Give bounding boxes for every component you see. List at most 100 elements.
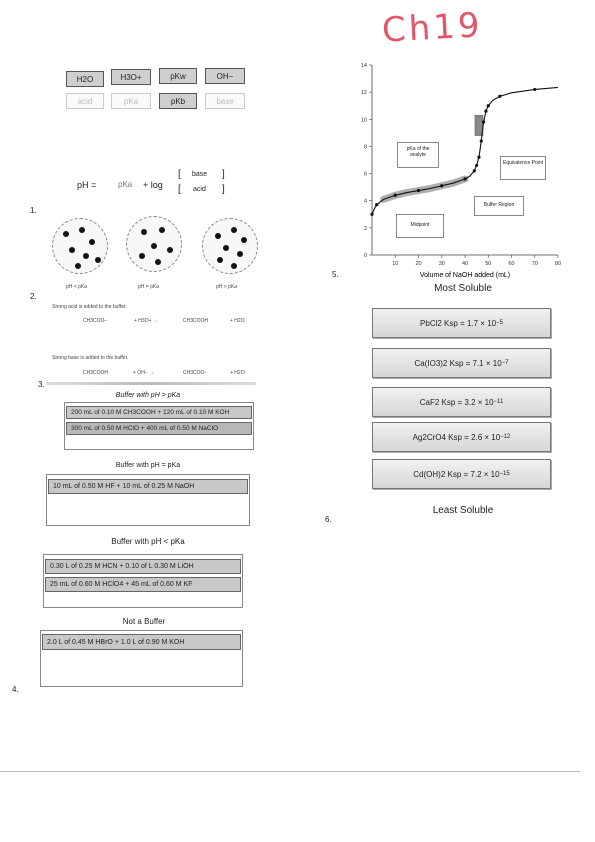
y-tick-label: 4 [364,199,367,205]
ksp-exponent: −7 [501,360,509,366]
ksp-exponent: −5 [496,320,503,326]
particle [217,257,223,263]
base-product-1: CH3COO− [183,370,208,376]
data-point [477,155,481,159]
particle [75,263,81,269]
particle [223,245,229,251]
x-tick-label: 60 [508,261,514,267]
tile-label: acid [77,96,93,106]
x-axis-label: Volume of NaOH added (mL) [420,272,510,279]
buffer-card[interactable]: 10 mL of 0.50 M HF + 10 mL of 0.25 M NaO… [48,479,248,494]
midpoint-label: Midpoint [410,222,430,228]
ksp-card[interactable]: PbCl2 Ksp = 1.7 × 10−5 [372,308,551,338]
page-bottom-rule [0,771,580,772]
x-tick-label: 30 [439,261,445,267]
titration-curve [371,86,559,215]
group-heading-not-buffer: Not a Buffer [122,617,166,626]
tile-pkw[interactable]: pKw [159,68,197,84]
particle [141,229,147,235]
bracket-left-top: [ [178,169,181,180]
question-number-6: 6. [325,515,332,524]
tile-label: pKa [123,96,139,106]
data-point [479,139,483,143]
tile-pka[interactable]: pKa [111,93,151,109]
buffer-card[interactable]: 25 mL of 0.60 M HClO4 + 45 mL of 0.60 M … [45,577,241,592]
tile-hydroxide[interactable]: OH− [205,68,245,84]
question-number-4: 4. [12,685,19,694]
question-number-3: 3. [38,380,45,389]
x-tick-label: 10 [392,261,398,267]
pka-label-box: pKa of the analyte [397,142,439,168]
buffer-card[interactable]: 2.0 L of 0.45 M HBrO + 1.0 L of 0.90 M K… [42,634,241,650]
question-number-2: 2. [30,292,37,301]
chart-marks [370,86,559,216]
buffer-card-label: 2.0 L of 0.45 M HBrO + 1.0 L of 0.90 M K… [47,638,185,646]
y-tick-label: 0 [364,253,367,259]
question-number-5: 5. [332,270,339,279]
buffer-card[interactable]: 300 mL of 0.50 M HClO + 400 mL of 0.50 M… [66,422,252,435]
acid-product-2: + H2O [230,318,245,324]
particle [241,237,247,243]
beaker-3 [202,218,258,274]
least-soluble-heading: Least Soluble [432,505,494,516]
tile-hydronium[interactable]: H3O+ [111,69,151,85]
ksp-formula: CaF2 Ksp = 3.2 × 10 [419,397,494,407]
particle [139,253,145,259]
ksp-card[interactable]: Cd(OH)2 Ksp = 7.2 × 10−15 [372,459,551,489]
equation-log: + log [143,180,163,190]
x-tick-label: 80 [555,261,561,267]
particle [231,263,237,269]
beaker-label-3: pH > pKa [216,284,237,290]
base-reactant-1: CH3COOH [83,370,109,376]
particle [83,253,89,259]
group-heading-ph-greater: Buffer with pH > pKa [115,392,181,399]
data-point [463,177,467,181]
buffer-region-label: Buffer Region [483,202,515,208]
question-number-1: 1. [30,206,37,215]
ksp-card[interactable]: Ca(IO3)2 Ksp = 7.1 × 10−7 [372,348,551,378]
tile-acid[interactable]: acid [66,93,104,109]
particle [167,247,173,253]
ksp-formula: Ca(IO3)2 Ksp = 7.1 × 10 [414,358,502,368]
particle [155,259,161,265]
acid-reactant-2: + H3O+ → [134,318,158,324]
data-point [393,193,397,197]
beaker-label-2: pH = pKa [138,284,159,290]
buffer-card-label: 300 mL of 0.50 M HClO + 400 mL of 0.50 M… [71,425,219,432]
particle [89,239,95,245]
pka-label: pKa of the analyte [406,146,430,158]
tile-water[interactable]: H2O [66,71,104,87]
data-point [533,87,537,92]
y-tick-label: 8 [364,144,367,150]
y-tick-label: 6 [364,172,367,178]
bracket-right-bottom: ] [222,184,225,195]
tile-label: pKb [170,96,186,106]
buffer-card-label: 0.30 L of 0.25 M HCN + 0.10 of L 0.30 M … [50,563,194,570]
particle [159,227,165,233]
beaker-2 [126,216,182,272]
tile-label: pKw [170,71,186,81]
data-point [472,169,476,173]
equation-lhs: pH = [77,180,97,190]
acid-added-caption: Strong acid is added to the buffer. [52,304,127,310]
particle [79,227,85,233]
x-tick-label: 50 [485,261,491,267]
buffer-card-label: 25 mL of 0.60 M HClO4 + 45 mL of 0.60 M … [50,581,193,588]
buffer-card-label: 10 mL of 0.50 M HF + 10 mL of 0.25 M NaO… [53,483,195,490]
buffer-card[interactable]: 200 mL of 0.10 M CH3COOH + 120 mL of 0.1… [66,406,252,419]
equation-denominator: acid [193,186,206,193]
buffer-card[interactable]: 0.30 L of 0.25 M HCN + 0.10 of L 0.30 M … [45,559,241,574]
data-point [486,104,490,108]
tile-base[interactable]: base [205,93,245,109]
particle [95,257,101,263]
ksp-exponent: −12 [500,434,511,440]
base-reactant-2: + OH− → [133,370,155,376]
beaker-label-1: pH < pKa [66,284,87,290]
ksp-card[interactable]: Ag2CrO4 Ksp = 2.6 × 10−12 [372,422,551,452]
data-point [370,212,374,216]
base-added-caption: Strong base is added to the buffer. [52,355,129,361]
ksp-card[interactable]: CaF2 Ksp = 3.2 × 10−11 [372,387,551,417]
buffer-card-label: 200 mL of 0.10 M CH3COOH + 120 mL of 0.1… [71,409,230,416]
tile-pkb[interactable]: pKb [159,93,197,109]
